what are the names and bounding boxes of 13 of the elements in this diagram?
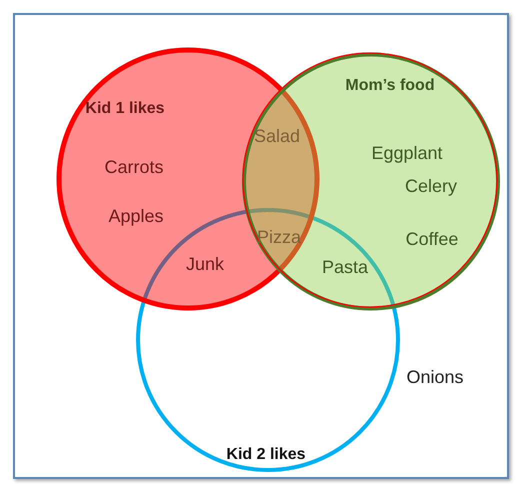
item-label: Junk xyxy=(186,255,224,275)
item-label: Pasta xyxy=(322,258,368,278)
item-label: Salad xyxy=(254,127,300,147)
item-label: Onions xyxy=(406,368,464,388)
item-label: Celery xyxy=(405,177,457,197)
set-title: Kid 2 likes xyxy=(226,446,306,464)
set-title: Kid 1 likes xyxy=(85,100,165,118)
set-title: Mom’s food xyxy=(345,77,435,95)
item-label: Apples xyxy=(108,207,164,227)
item-label: Eggplant xyxy=(371,144,443,164)
item-label: Coffee xyxy=(406,230,458,250)
item-label: Pizza xyxy=(257,228,301,248)
item-label: Carrots xyxy=(104,158,164,178)
